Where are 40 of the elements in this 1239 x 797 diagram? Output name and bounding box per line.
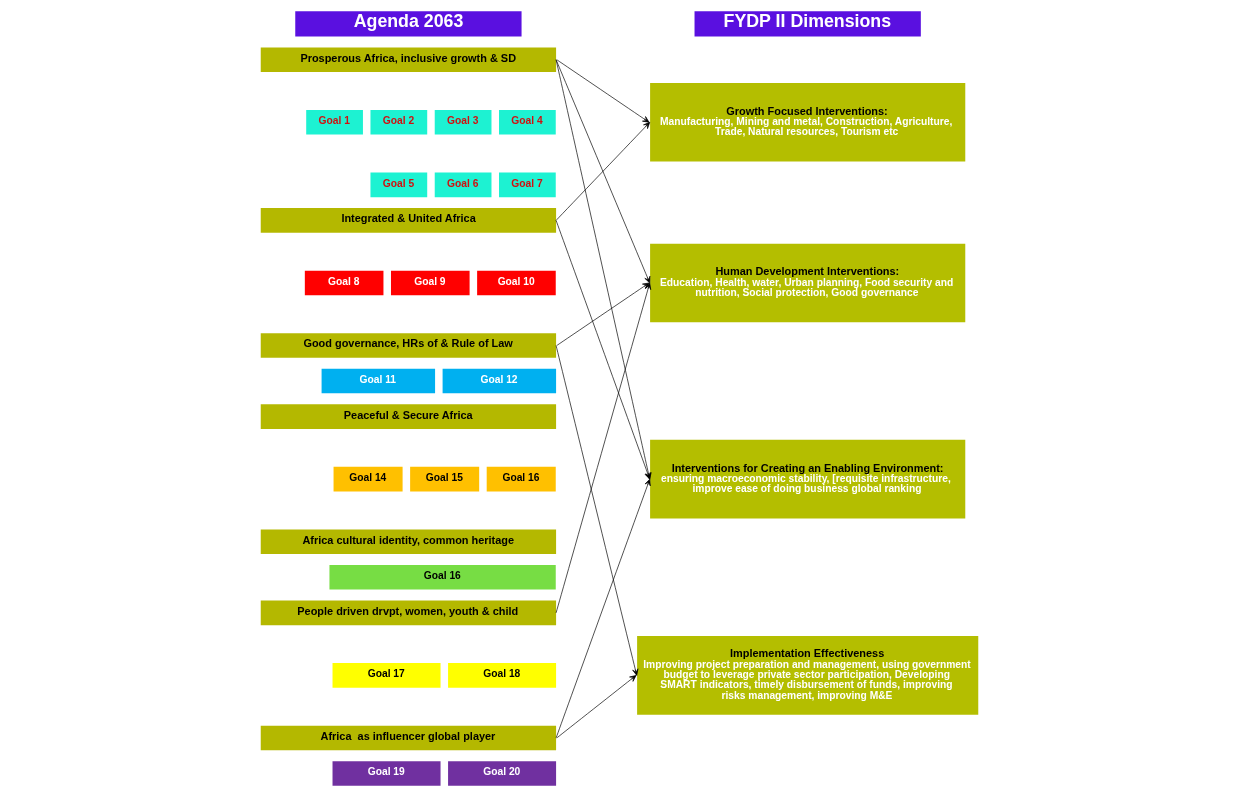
arrow	[555, 59, 651, 284]
node-box: Goal 19	[332, 761, 441, 786]
arrow	[555, 345, 639, 676]
node-box: People driven drvpt, women, youth & child	[260, 600, 557, 626]
node-box: Agenda 2063	[295, 11, 522, 37]
node-box: Goal 17	[332, 663, 441, 688]
node-box: Africa cultural identity, common heritage	[260, 529, 557, 555]
node-box: Goal 10	[477, 270, 556, 296]
node-box: Goal 3	[434, 110, 492, 135]
node-box: Implementation Effectiveness Improving project preparation and management, using government budget to leverage private sector participation, Developing SMART indicators, timely disbursement of funds, improving risks management, improving M&E	[637, 636, 979, 715]
node-box: Goal 11	[321, 368, 436, 394]
node-box: Integrated & United Africa	[260, 208, 557, 233]
arrow	[555, 121, 651, 221]
node-box: Goal 9	[391, 270, 470, 296]
node-box: Africa as influencer global player	[260, 725, 557, 751]
node-box: Goal 18	[448, 663, 557, 688]
node-box: Peaceful & Secure Africa	[260, 404, 557, 429]
node-box: Good governance, HRs of & Rule of Law	[260, 333, 557, 358]
arrow	[556, 59, 650, 123]
node-box: Goal 6	[434, 172, 492, 198]
node-box: Goal 20	[448, 761, 557, 786]
node-box: Goal 7	[499, 172, 556, 198]
arrow	[556, 282, 650, 346]
arrow	[556, 675, 637, 739]
node-box: Goal 5	[370, 172, 428, 198]
arrow	[555, 478, 651, 739]
node-box: FYDP II Dimensions	[694, 11, 921, 37]
node-box: Goal 16	[329, 565, 556, 590]
node-box: Goal 2	[370, 110, 428, 135]
node-box: Goal 12	[442, 368, 557, 394]
node-box: Growth Focused Interventions: Manufacturing, Mining and metal, Construction, Agriculture, Trade, Natural resources, Tourism etc	[650, 83, 966, 162]
node-box: Interventions for Creating an Enabling Environment: ensuring macroeconomic stability, [requisite infrastructure, improve ease of doing business global ranking	[650, 439, 966, 519]
node-box: Human Development Interventions: Education, Health, water, Urban planning, Food security and nutrition, Social protection, Good governance	[650, 243, 966, 323]
node-box: Goal 14	[333, 466, 403, 492]
node-box: Goal 1	[306, 110, 363, 135]
node-box: Goal 8	[304, 270, 384, 296]
node-box: Goal 15	[410, 466, 480, 492]
node-box: Goal 4	[499, 110, 556, 135]
node-box: Prosperous Africa, inclusive growth & SD	[260, 47, 557, 73]
node-box: Goal 16	[486, 466, 556, 492]
